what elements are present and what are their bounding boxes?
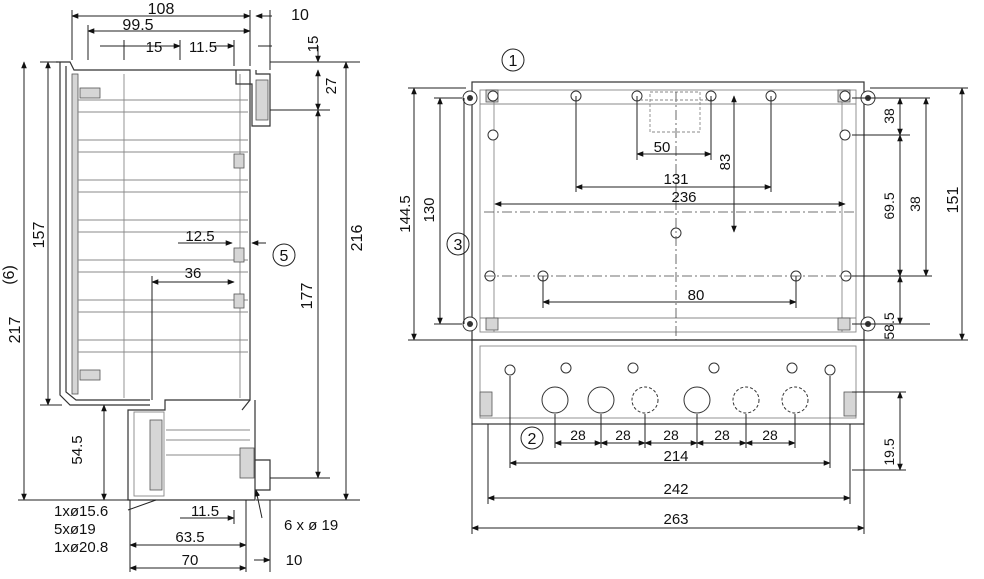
front-terminal-outline [471, 339, 865, 425]
dim-36: 36 [185, 265, 202, 282]
dim-15-vertical: 15 [305, 36, 322, 53]
dim-151: 151 [945, 187, 962, 214]
dim-177: 177 [299, 283, 316, 310]
position-5-circle [272, 243, 296, 267]
holes-1x-15-6: 1xø15.6 [54, 503, 108, 520]
dim-69-5: 69.5 [881, 192, 897, 219]
dim-28-e: 28 [762, 427, 778, 443]
holes-5x-19: 5xø19 [54, 521, 96, 538]
dim-27: 27 [323, 78, 340, 95]
side-body-outline [56, 61, 256, 501]
dim-214: 214 [663, 448, 688, 465]
holes-6x-19: 6 x ø 19 [284, 517, 338, 534]
dim-217: 217 [7, 317, 24, 344]
dim-28-c: 28 [663, 427, 679, 443]
dim-80: 80 [688, 287, 705, 304]
side-ribs [78, 74, 248, 398]
position-1-circle [501, 48, 525, 72]
dim-108: 108 [148, 1, 175, 18]
dim-99-5: 99.5 [122, 17, 153, 34]
dim-38-mid: 38 [907, 196, 923, 212]
position-6: (6) [1, 265, 18, 285]
position-3-circle [446, 232, 470, 256]
front-housing-outline [471, 81, 865, 341]
holes-1x-20-8: 1xø20.8 [54, 539, 108, 556]
position-2: 2 [528, 431, 537, 448]
position-5: 5 [280, 248, 289, 265]
terminal-box [133, 399, 271, 497]
dim-38-top: 38 [881, 108, 897, 124]
dim-216: 216 [349, 225, 366, 252]
din-rail-detail [640, 91, 712, 340]
entry-spacing-dims [554, 414, 796, 448]
dim-54-5: 54.5 [69, 435, 86, 464]
dim-58-5: 58.5 [881, 312, 897, 339]
dim-83: 83 [717, 154, 734, 171]
dim-144-5: 144.5 [397, 195, 414, 233]
dim-131: 131 [663, 171, 688, 188]
position-3: 3 [454, 237, 463, 254]
dim-10-top: 10 [291, 7, 309, 24]
dim-242: 242 [663, 481, 688, 498]
dim-bottom-10: 10 [286, 552, 303, 569]
dim-11-5: 11.5 [189, 39, 217, 56]
position-1: 1 [509, 53, 518, 70]
dim-28-d: 28 [714, 427, 730, 443]
corner-screws [462, 89, 876, 332]
dim-28-a: 28 [570, 427, 586, 443]
dim-70: 70 [182, 552, 199, 569]
cable-entries [504, 362, 836, 414]
dim-263: 263 [663, 511, 688, 528]
dim-50: 50 [654, 139, 671, 156]
dim-157: 157 [31, 222, 48, 249]
dim-28-b: 28 [615, 427, 631, 443]
dim-63-5: 63.5 [175, 529, 204, 546]
dim-19-5: 19.5 [881, 438, 897, 465]
dim-236: 236 [671, 189, 696, 206]
position-2-circle [520, 426, 544, 450]
front-view: 1 2 3 144.5 130 50 83 131 236 80 38 69.5… [397, 48, 968, 534]
dim-bottom-11-5: 11.5 [191, 503, 219, 520]
side-view: 108 99.5 15 11.5 10 15 27 157 177 216 21… [1, 1, 366, 572]
dim-130: 130 [421, 197, 438, 222]
lid-latch [235, 70, 271, 127]
dim-12-5: 12.5 [185, 228, 214, 245]
dim-15: 15 [146, 39, 163, 56]
